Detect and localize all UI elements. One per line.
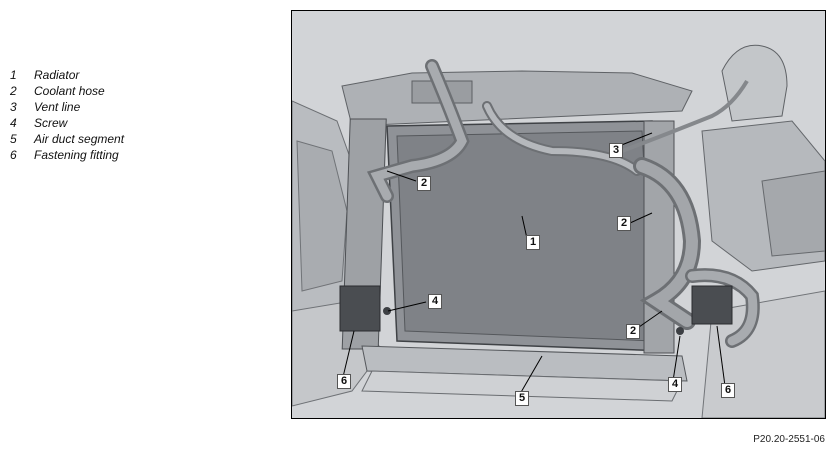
legend-item: 5 Air duct segment xyxy=(10,131,124,147)
callout-coolant-hose: 2 xyxy=(417,176,432,191)
callout-fastening-fitting: 6 xyxy=(721,383,736,398)
legend-number: 4 xyxy=(10,116,17,130)
callout-fastening-fitting: 6 xyxy=(337,374,352,389)
technical-drawing xyxy=(292,11,825,418)
callout-screw: 4 xyxy=(428,294,443,309)
legend-number: 2 xyxy=(10,84,17,98)
callout-vent-line: 3 xyxy=(609,143,624,158)
legend-item: 2 Coolant hose xyxy=(10,83,124,99)
legend-label: Screw xyxy=(34,116,68,130)
legend-label: Air duct segment xyxy=(34,132,125,146)
radiator-illustration: 1 2 2 2 3 4 4 5 6 6 xyxy=(291,10,826,419)
legend-item: 1 Radiator xyxy=(10,67,124,83)
legend-item: 4 Screw xyxy=(10,115,124,131)
callout-coolant-hose: 2 xyxy=(617,216,632,231)
legend-label: Vent line xyxy=(34,100,81,114)
callout-radiator: 1 xyxy=(526,235,541,250)
legend-item: 6 Fastening fitting xyxy=(10,147,124,163)
legend-label: Fastening fitting xyxy=(34,148,119,162)
legend-item: 3 Vent line xyxy=(10,99,124,115)
callout-air-duct-segment: 5 xyxy=(515,391,530,406)
legend-number: 3 xyxy=(10,100,17,114)
legend-number: 5 xyxy=(10,132,17,146)
callout-coolant-hose: 2 xyxy=(626,324,641,339)
legend-number: 6 xyxy=(10,148,17,162)
legend-label: Coolant hose xyxy=(34,84,105,98)
figure-id: P20.20-2551-06 xyxy=(753,434,825,445)
legend: 1 Radiator 2 Coolant hose 3 Vent line 4 Scre… xyxy=(10,67,124,163)
legend-number: 1 xyxy=(10,68,17,82)
legend-label: Radiator xyxy=(34,68,80,82)
callout-screw: 4 xyxy=(668,377,683,392)
